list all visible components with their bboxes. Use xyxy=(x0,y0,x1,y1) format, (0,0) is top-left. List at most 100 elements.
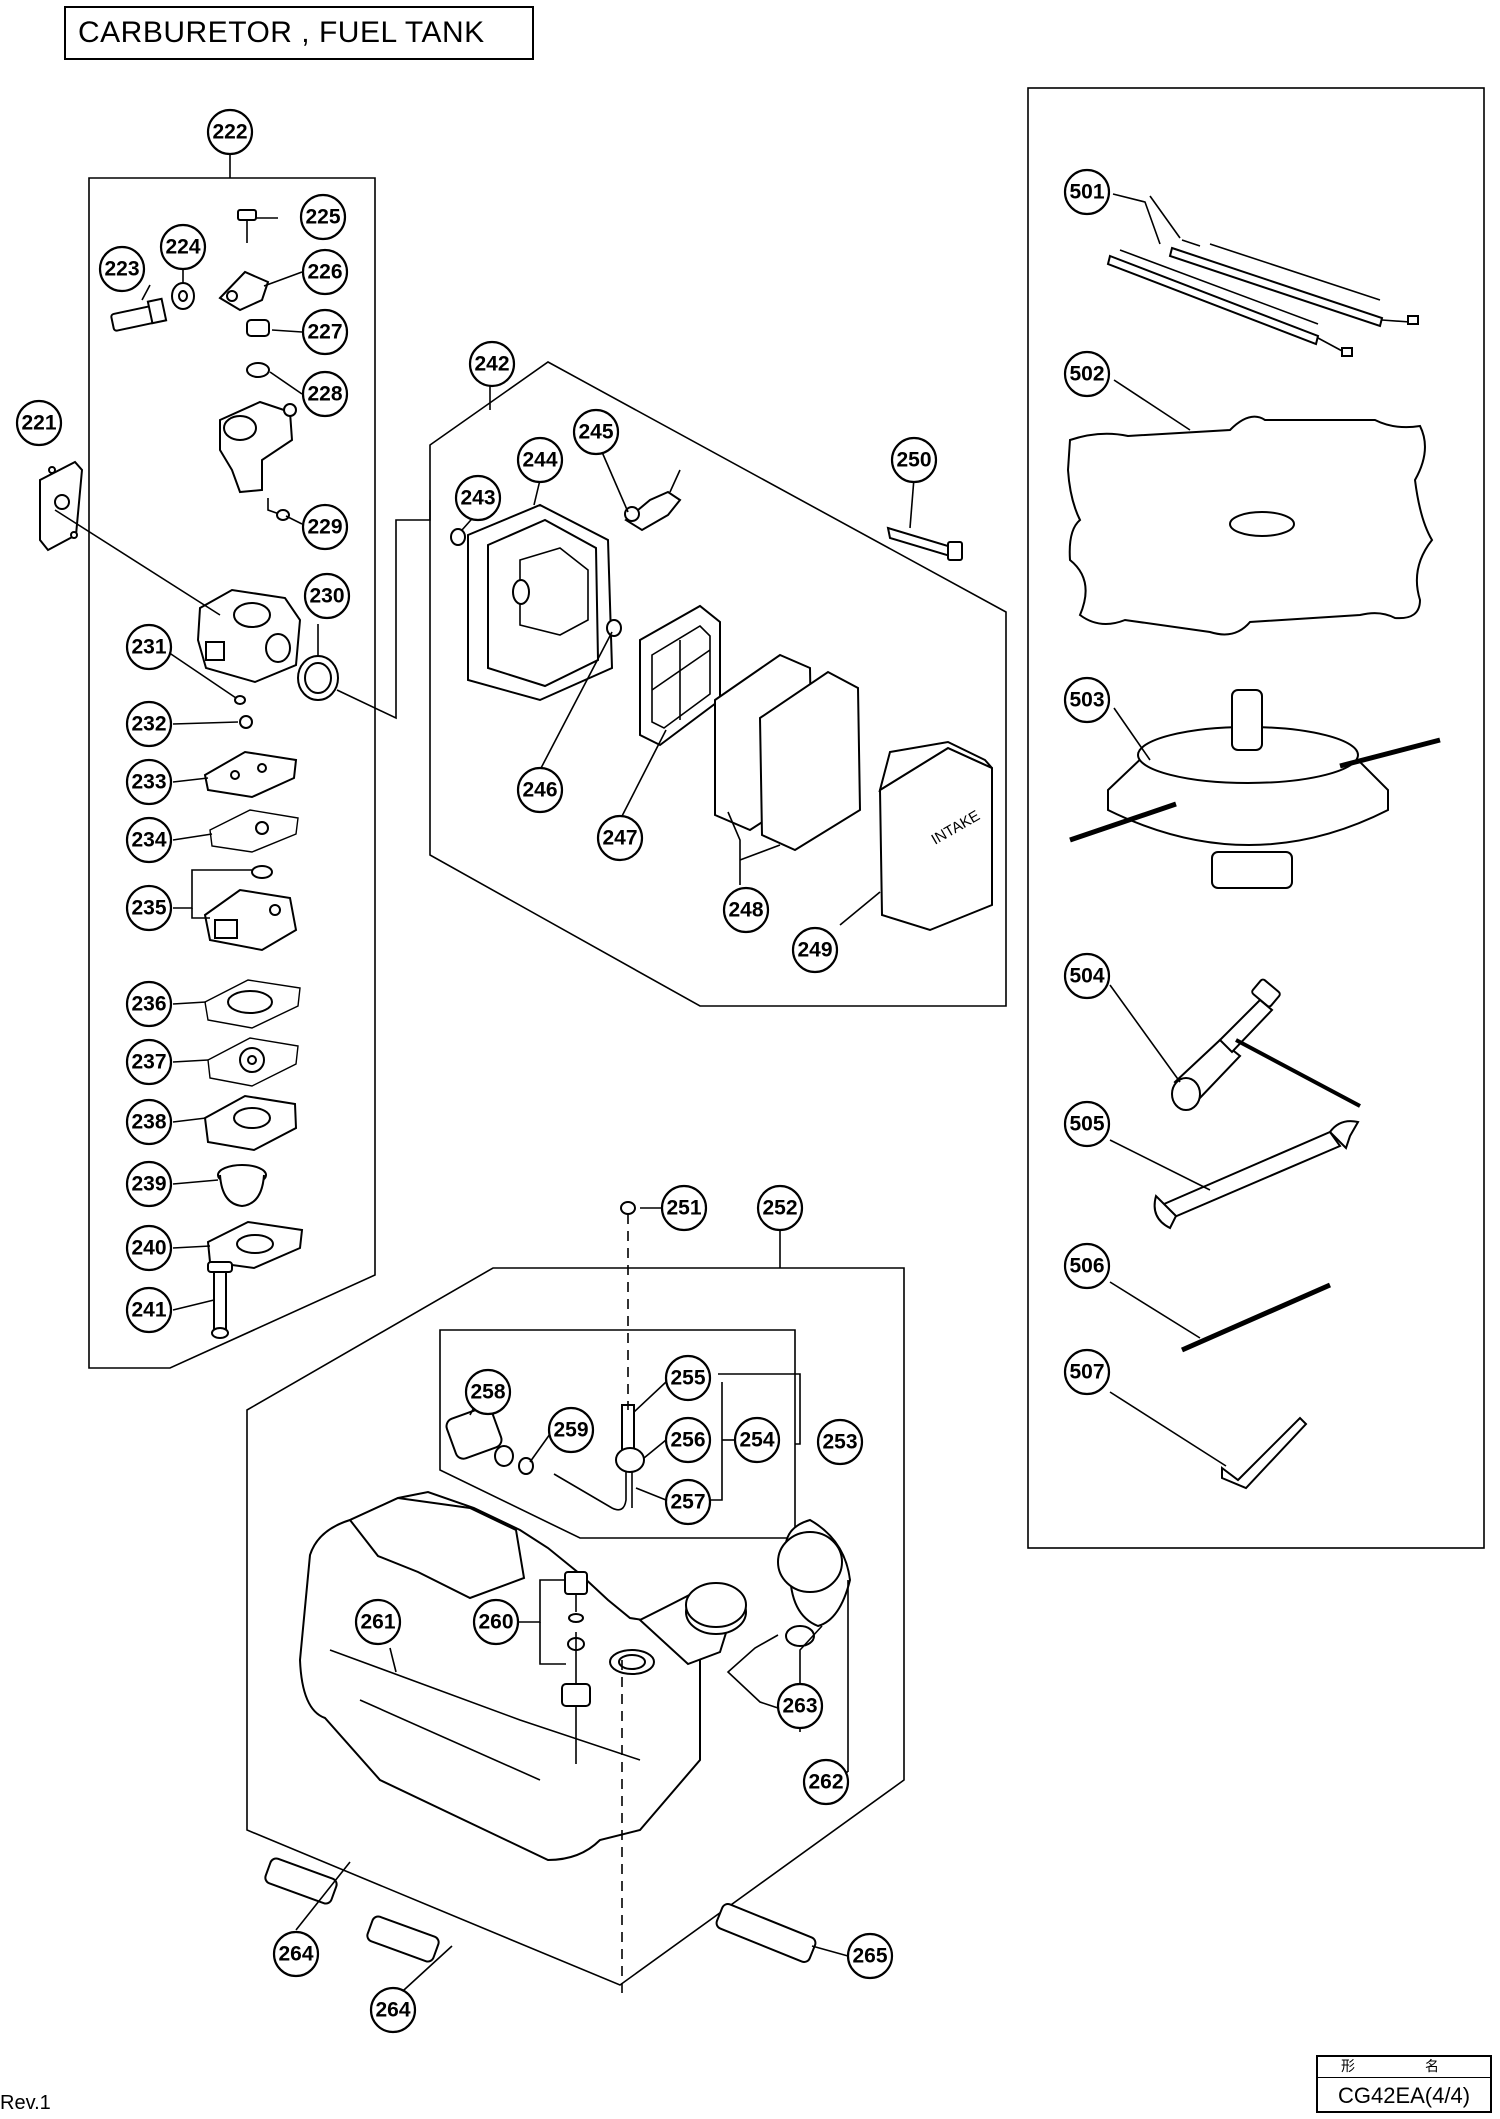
intake-cover-249-icon: INTAKE xyxy=(878,740,993,932)
svg-text:243: 243 xyxy=(460,487,495,510)
clip-229-icon xyxy=(267,498,290,521)
callout-228: 228 xyxy=(301,370,349,418)
callout-251: 251 xyxy=(660,1184,708,1232)
screw-241-icon xyxy=(207,1261,233,1339)
svg-text:256: 256 xyxy=(670,1429,705,1452)
callout-265: 265 xyxy=(846,1932,894,1980)
svg-text:507: 507 xyxy=(1069,1361,1104,1384)
svg-text:224: 224 xyxy=(165,236,200,259)
rod-506-icon xyxy=(1180,1282,1332,1353)
svg-text:264: 264 xyxy=(375,1999,410,2022)
diaphragm-237-icon xyxy=(207,1037,299,1087)
callout-506: 506 xyxy=(1063,1242,1111,1290)
blade-502-icon xyxy=(1066,415,1434,636)
callout-238: 238 xyxy=(125,1098,173,1146)
callout-264-a: 264 xyxy=(272,1930,320,1978)
screw-223-icon xyxy=(110,297,168,332)
gasket-221-icon xyxy=(39,460,84,552)
svg-text:236: 236 xyxy=(131,993,166,1016)
callout-229: 229 xyxy=(301,503,349,551)
callout-233: 233 xyxy=(125,758,173,806)
stud-243-icon xyxy=(450,528,466,546)
callout-248: 248 xyxy=(722,886,770,934)
callout-232: 232 xyxy=(125,700,173,748)
callout-507: 507 xyxy=(1063,1348,1111,1396)
callout-242: 242 xyxy=(468,340,516,388)
air-cleaner-case-244-icon xyxy=(467,503,614,702)
callout-262: 262 xyxy=(802,1758,850,1806)
pad-264b-icon xyxy=(366,1915,440,1963)
svg-text:261: 261 xyxy=(360,1611,395,1634)
washer-246-icon xyxy=(606,619,622,637)
plug-227-icon xyxy=(246,319,270,337)
accessories-box xyxy=(1027,87,1485,1549)
model-header: 形 名 xyxy=(1318,2057,1490,2078)
svg-text:504: 504 xyxy=(1069,965,1104,988)
wrench-505-icon xyxy=(1153,1120,1360,1230)
callout-223: 223 xyxy=(98,245,146,293)
callout-502: 502 xyxy=(1063,350,1111,398)
callout-247: 247 xyxy=(596,814,644,862)
callout-243: 243 xyxy=(454,474,502,522)
bracket-226-icon xyxy=(218,270,270,312)
carburetor-body-icon xyxy=(196,588,302,684)
svg-text:242: 242 xyxy=(474,353,509,376)
pump-body-235-icon xyxy=(203,888,298,952)
callout-250: 250 xyxy=(890,436,938,484)
svg-text:241: 241 xyxy=(131,1299,166,1322)
svg-text:228: 228 xyxy=(307,383,342,406)
callout-260: 260 xyxy=(472,1598,520,1646)
svg-text:230: 230 xyxy=(309,585,344,608)
oring-259-icon xyxy=(518,1457,534,1475)
callout-224: 224 xyxy=(159,223,207,271)
svg-text:240: 240 xyxy=(131,1237,166,1260)
page-title: CARBURETOR , FUEL TANK xyxy=(64,6,534,60)
svg-text:222: 222 xyxy=(212,121,247,144)
svg-text:260: 260 xyxy=(478,1611,513,1634)
callout-236: 236 xyxy=(125,980,173,1028)
lever-245-icon xyxy=(624,469,682,532)
ring-235a-icon xyxy=(251,865,273,879)
svg-text:263: 263 xyxy=(782,1695,817,1718)
callout-244: 244 xyxy=(516,436,564,484)
ring-228-icon xyxy=(246,362,270,378)
callout-252: 252 xyxy=(756,1184,804,1232)
gasket-236-icon xyxy=(204,979,301,1029)
svg-text:502: 502 xyxy=(1069,363,1104,386)
callout-258: 258 xyxy=(464,1368,512,1416)
callout-254: 254 xyxy=(733,1416,781,1464)
svg-text:265: 265 xyxy=(852,1945,887,1968)
svg-text:254: 254 xyxy=(739,1429,774,1452)
svg-text:234: 234 xyxy=(131,829,166,852)
jet-232-icon xyxy=(239,715,253,729)
air-cleaner-group-outline xyxy=(429,361,1007,1007)
callout-257: 257 xyxy=(664,1478,712,1526)
svg-text:233: 233 xyxy=(131,771,166,794)
svg-text:221: 221 xyxy=(21,412,56,435)
svg-text:237: 237 xyxy=(131,1051,166,1074)
svg-text:226: 226 xyxy=(307,261,342,284)
callout-230: 230 xyxy=(303,572,351,620)
svg-text:501: 501 xyxy=(1069,181,1104,204)
plate-233-icon xyxy=(203,750,298,799)
callout-255: 255 xyxy=(664,1354,712,1402)
line-strip-501b-icon xyxy=(1106,249,1353,357)
svg-text:223: 223 xyxy=(104,258,139,281)
svg-text:244: 244 xyxy=(522,449,557,472)
callout-221: 221 xyxy=(15,399,63,447)
svg-text:247: 247 xyxy=(602,827,637,850)
callout-225: 225 xyxy=(299,193,347,241)
svg-text:503: 503 xyxy=(1069,689,1104,712)
hex-key-507-icon xyxy=(1221,1416,1308,1490)
primer-bulb-239-icon xyxy=(217,1164,267,1208)
callout-246: 246 xyxy=(516,766,564,814)
callout-249: 249 xyxy=(791,926,839,974)
pad-265-icon xyxy=(715,1903,817,1963)
callout-261: 261 xyxy=(354,1598,402,1646)
svg-text:231: 231 xyxy=(131,636,166,659)
screw-225-icon xyxy=(237,209,257,243)
svg-text:253: 253 xyxy=(822,1431,857,1454)
bolt-250-icon xyxy=(886,526,963,561)
callout-253: 253 xyxy=(816,1418,864,1466)
callout-259: 259 xyxy=(547,1406,595,1454)
